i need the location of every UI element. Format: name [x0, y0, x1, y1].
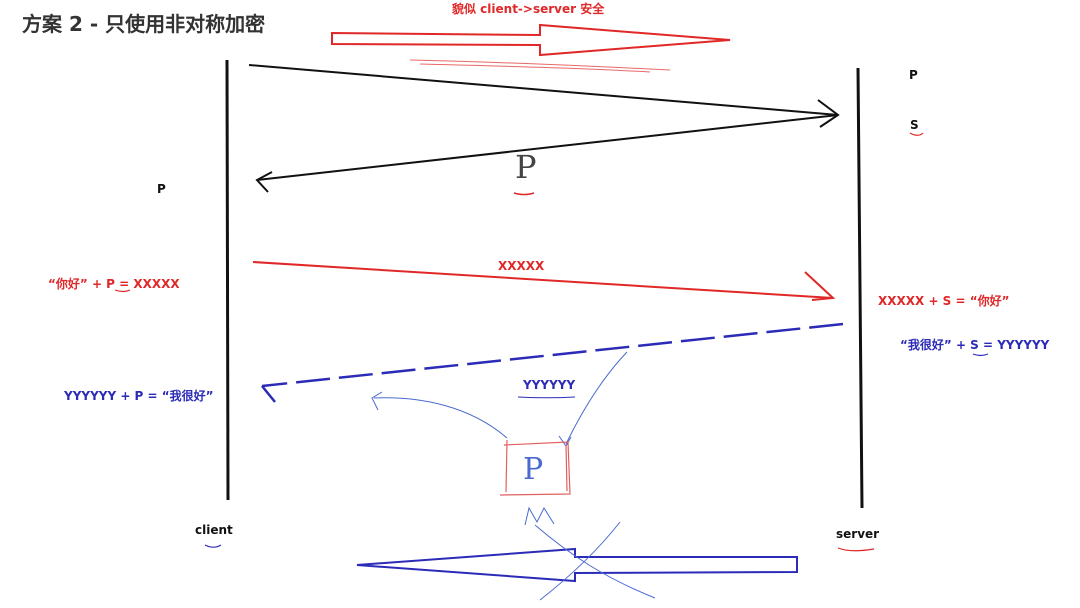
box-public-key-label: P — [523, 452, 544, 487]
blue-curve-left-head — [371, 391, 383, 411]
cipher-to-client-label: YYYYYY — [523, 378, 576, 392]
blue-underline-yyyyyy — [517, 396, 576, 399]
black-public-key-arrowhead — [255, 171, 273, 193]
red-underline-strokes — [409, 59, 671, 73]
blue-dashed-response-arrow — [261, 322, 844, 388]
server-s-underline — [972, 353, 989, 357]
top-red-hollow-arrow — [331, 23, 731, 57]
client-p-underline — [114, 289, 131, 293]
handwritten-p-underline — [513, 192, 535, 196]
server-encrypt-label: “我很好” + S = YYYYYY — [900, 338, 1050, 352]
mitm-label: M — [524, 520, 525, 521]
client-actor-label: client — [195, 523, 233, 537]
page-title: 方案 2 - 只使用非对称加密 — [22, 12, 266, 36]
client-decrypt-label: YYYYYY + P = “我很好” — [64, 389, 214, 403]
server-label-underline — [837, 547, 875, 552]
top-note: 貌似 client->server 安全 — [452, 2, 605, 16]
blue-curve-to-left — [373, 397, 508, 439]
black-public-key-arrow — [256, 114, 839, 181]
cipher-to-server-label: XXXXX — [498, 259, 545, 273]
server-key-underline — [909, 132, 924, 136]
server-lifeline — [856, 67, 864, 509]
client-lifeline — [225, 59, 230, 501]
red-cipher-arrowhead — [804, 271, 836, 301]
client-encrypt-label: “你好” + P = XXXXX — [48, 277, 180, 291]
server-decrypt-label: XXXXX + S = “你好” — [878, 294, 1010, 308]
client-label-underline — [204, 544, 222, 548]
black-request-arrow — [248, 64, 839, 116]
server-actor-label: server — [836, 527, 880, 541]
red-cipher-arrow — [252, 261, 834, 299]
cross-out-strokes — [534, 521, 656, 601]
blue-curve-from-right — [565, 351, 628, 445]
bottom-blue-hollow-arrow — [356, 547, 798, 583]
red-key-box — [499, 439, 571, 496]
handwritten-m-icon — [524, 506, 555, 526]
server-private-key-label: S — [910, 118, 919, 132]
server-public-key-label: P — [909, 68, 918, 82]
client-public-key-label: P — [157, 182, 166, 196]
handwritten-public-key-label: P — [515, 148, 537, 186]
blue-dashed-arrowhead — [261, 385, 276, 403]
